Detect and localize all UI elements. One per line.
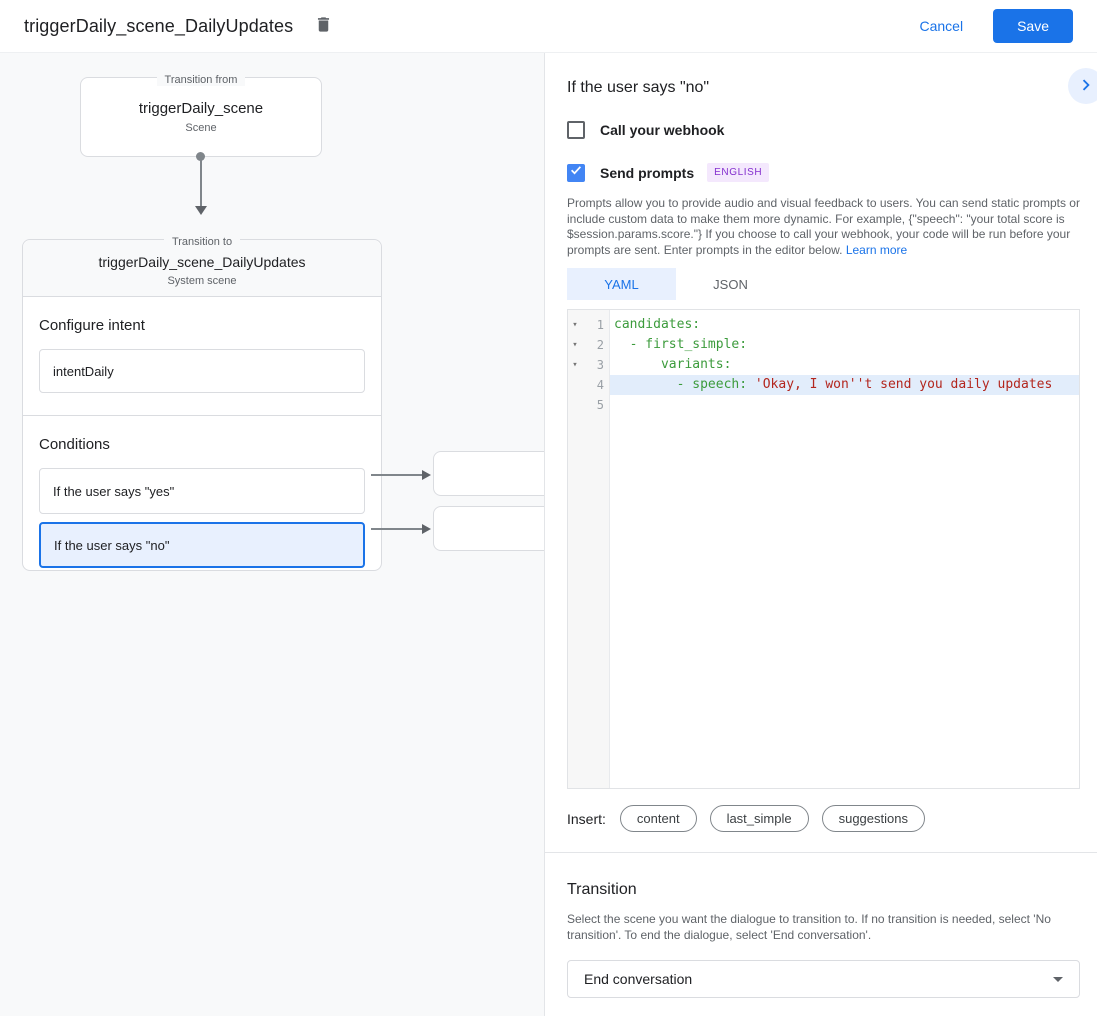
scene-flow-canvas[interactable]: Transition from triggerDaily_scene Scene… (0, 53, 545, 1016)
send-prompts-checkbox[interactable] (567, 163, 585, 182)
code-token-key: - speech: (614, 377, 755, 392)
send-prompts-label: Send prompts (600, 164, 695, 181)
delete-scene-button[interactable] (311, 14, 335, 38)
code-token-string: 'Okay, I won''t send you daily updates (754, 377, 1053, 392)
learn-more-link[interactable]: Learn more (845, 242, 908, 257)
fold-caret-icon[interactable]: ▾ (572, 320, 578, 330)
cancel-button[interactable]: Cancel (919, 18, 964, 34)
tab-json[interactable]: JSON (713, 276, 748, 292)
prompts-description: Prompts allow you to provide audio and v… (567, 196, 1080, 258)
tab-yaml[interactable]: YAML (567, 268, 676, 300)
to-scene-subtitle: System scene (167, 275, 237, 287)
divider (23, 415, 381, 416)
line-number: 5 (596, 398, 604, 412)
connector-arrowhead-icon (195, 206, 207, 215)
page-title: triggerDaily_scene_DailyUpdates (24, 15, 294, 36)
code-token-key: candidates: (614, 317, 701, 332)
line-number: 1 (596, 318, 604, 332)
condition-no-arrow-line (371, 528, 423, 530)
gutter-line: ▾1 (568, 315, 609, 335)
prompts-description-text: Prompts allow you to provide audio and v… (567, 196, 1080, 257)
gutter-line: 5 (568, 395, 609, 415)
transition-description: Select the scene you want the dialogue t… (567, 912, 1051, 942)
fold-caret-icon[interactable]: ▾ (572, 360, 578, 370)
transition-section-title: Transition (567, 881, 637, 898)
condition-item-yes[interactable]: If the user says "yes" (39, 468, 365, 514)
code-line[interactable]: - first_simple: (610, 335, 1079, 355)
trash-icon (314, 15, 333, 37)
to-scene-title: triggerDaily_scene_DailyUpdates (98, 254, 306, 270)
checkmark-icon (569, 163, 583, 182)
line-number: 3 (596, 358, 604, 372)
code-token-key: variants: (614, 357, 732, 372)
condition-no-arrowhead-icon (422, 524, 431, 534)
caret-down-icon (1053, 976, 1063, 982)
transition-from-node[interactable]: Transition from triggerDaily_scene Scene (80, 74, 322, 157)
save-button[interactable]: Save (993, 9, 1073, 43)
from-scene-subtitle: Scene (185, 122, 217, 134)
code-token-key: - first_simple: (614, 337, 748, 352)
to-scene-header: triggerDaily_scene_DailyUpdates System s… (23, 240, 381, 297)
transition-select-value: End conversation (584, 971, 693, 987)
connector-line (200, 157, 202, 209)
transition-from-legend: Transition from (81, 70, 321, 88)
transition-select[interactable]: End conversation (567, 960, 1080, 998)
webhook-row: Call your webhook (567, 121, 1080, 139)
configure-intent-label: Configure intent (39, 317, 145, 334)
webhook-checkbox[interactable] (567, 121, 585, 139)
webhook-label: Call your webhook (600, 122, 725, 138)
editor-format-tabs: YAML JSON (567, 268, 1080, 300)
insert-pill-content[interactable]: content (619, 805, 697, 832)
collapse-panel-button[interactable] (1068, 68, 1097, 104)
divider (545, 852, 1097, 853)
code-line[interactable]: candidates: (610, 315, 1079, 335)
language-badge: ENGLISH (707, 163, 770, 182)
insert-pills: content last_simple suggestions (619, 805, 938, 832)
gutter-line: 4 (568, 375, 609, 395)
condition-yes-arrowhead-icon (422, 470, 431, 480)
insert-pill-suggestions[interactable]: suggestions (821, 805, 925, 832)
send-prompts-row: Send prompts ENGLISH (567, 163, 1080, 182)
condition-item-no[interactable]: If the user says "no" (39, 522, 365, 568)
chevron-right-icon (1075, 74, 1097, 99)
insert-row: Insert: content last_simple suggestions (567, 805, 1080, 832)
line-number: 4 (596, 378, 604, 392)
transition-to-node[interactable]: Transition to triggerDaily_scene_DailyUp… (22, 236, 382, 571)
condition-yes-arrow-line (371, 474, 423, 476)
conditions-label: Conditions (39, 436, 110, 453)
insert-label: Insert: (567, 810, 606, 827)
insert-pill-last_simple[interactable]: last_simple (709, 805, 809, 832)
gutter-line: ▾2 (568, 335, 609, 355)
code-line[interactable]: - speech: 'Okay, I won''t send you daily… (610, 375, 1079, 395)
code-line[interactable]: variants: (610, 355, 1079, 375)
condition-detail-panel: If the user says "no" Call your webhook … (545, 53, 1097, 1016)
line-number: 2 (596, 338, 604, 352)
to-scene-body: Configure intent intentDaily Conditions … (23, 317, 381, 568)
handler-stub-node-no[interactable] (433, 506, 544, 551)
code-line[interactable] (610, 395, 1079, 415)
handler-stub-node-yes[interactable] (433, 451, 544, 496)
intent-field[interactable]: intentDaily (39, 349, 365, 393)
panel-title: If the user says "no" (567, 79, 710, 96)
editor-code-area[interactable]: candidates: - first_simple: variants: - … (610, 310, 1079, 788)
fold-caret-icon[interactable]: ▾ (572, 340, 578, 350)
from-scene-title: triggerDaily_scene (138, 100, 264, 117)
main-area: Transition from triggerDaily_scene Scene… (0, 53, 1097, 1016)
top-bar: triggerDaily_scene_DailyUpdates Cancel S… (0, 0, 1097, 53)
gutter-line: ▾3 (568, 355, 609, 375)
transition-to-legend: Transition to (23, 232, 381, 250)
connector-dot (196, 152, 205, 161)
